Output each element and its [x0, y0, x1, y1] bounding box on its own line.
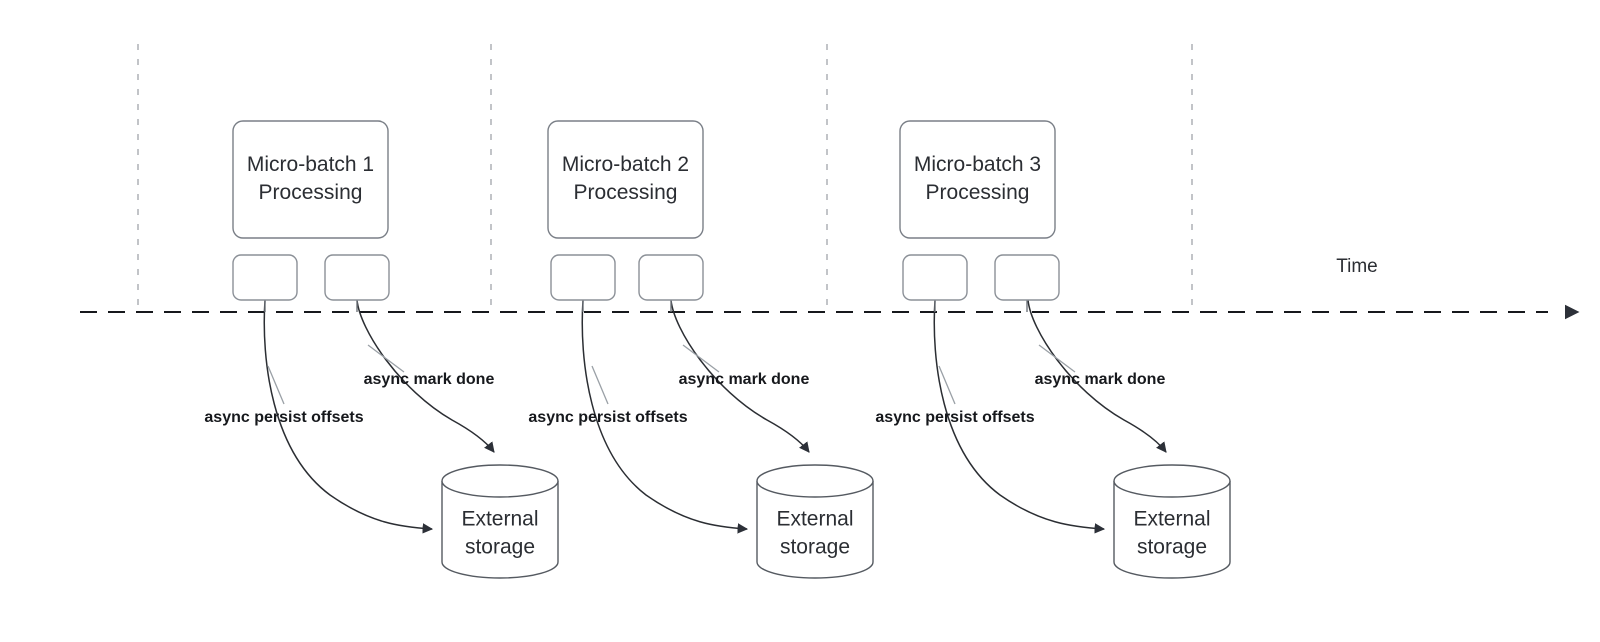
storage-cylinder-top: [441, 464, 559, 498]
process-box-label-line1: Micro-batch 2: [562, 153, 689, 176]
mark-edge-arrow: [670, 299, 810, 453]
external-storage-1[interactable]: External storage: [441, 464, 559, 579]
mark-task-box-2[interactable]: [638, 254, 704, 301]
storage-label-line1: External: [776, 508, 853, 531]
persist-edge-label: async persist offsets: [528, 409, 687, 426]
mark-edge-label: async mark done: [364, 371, 495, 388]
external-storage-3[interactable]: External storage: [1113, 464, 1231, 579]
micro-batch-groups: async persist offsets async mark done Micr…: [204, 120, 1231, 579]
micro-batch-group-2: async persist offsets async mark done Micr…: [528, 120, 874, 579]
persist-edge-label: async persist offsets: [204, 409, 363, 426]
persist-edge-label-leader: [591, 365, 609, 405]
mark-task-box-1[interactable]: [324, 254, 390, 301]
process-box-1[interactable]: [232, 120, 389, 239]
mark-edge-label-leader: [367, 344, 405, 373]
persist-task-box-1[interactable]: [232, 254, 298, 301]
storage-label-line1: External: [1133, 508, 1210, 531]
process-box-label-line2: Processing: [259, 181, 363, 204]
persist-task-box-2[interactable]: [550, 254, 616, 301]
persist-edge-label-leader: [938, 365, 956, 405]
storage-label-line2: storage: [1137, 536, 1207, 559]
persist-task-box-3[interactable]: [902, 254, 968, 301]
mark-edge-label: async mark done: [1035, 371, 1166, 388]
mark-edge-label-leader: [1038, 344, 1076, 373]
storage-label-line2: storage: [465, 536, 535, 559]
storage-cylinder-body: [756, 481, 874, 579]
mark-edge-label-leader: [682, 344, 720, 373]
time-axis-label: Time: [1336, 256, 1378, 277]
micro-batch-group-1: async persist offsets async mark done Micr…: [204, 120, 559, 579]
process-box-2[interactable]: [547, 120, 704, 239]
storage-cylinder-top: [756, 464, 874, 498]
process-box-label-line2: Processing: [574, 181, 678, 204]
timeline-axis-group: Time: [80, 256, 1580, 320]
storage-cylinder-body: [1113, 481, 1231, 579]
process-box-label-line1: Micro-batch 1: [247, 153, 374, 176]
external-storage-2[interactable]: External storage: [756, 464, 874, 579]
process-box-3[interactable]: [899, 120, 1056, 239]
storage-cylinder-top: [1113, 464, 1231, 498]
process-box-label-line1: Micro-batch 3: [914, 153, 1041, 176]
mark-edge-arrow: [356, 299, 495, 453]
persist-edge-arrow: [263, 299, 434, 534]
persist-edge-arrow: [933, 299, 1106, 534]
micro-batch-group-3: async persist offsets async mark done Micr…: [875, 120, 1231, 579]
storage-label-line2: storage: [780, 536, 850, 559]
mark-task-box-3[interactable]: [994, 254, 1060, 301]
mark-edge-arrow: [1027, 299, 1167, 453]
storage-label-line1: External: [461, 508, 538, 531]
persist-edge-label-leader: [267, 365, 285, 405]
persist-edge-arrow: [581, 299, 749, 534]
storage-cylinder-body: [441, 481, 559, 579]
process-box-label-line2: Processing: [926, 181, 1030, 204]
mark-edge-label: async mark done: [679, 371, 810, 388]
persist-edge-label: async persist offsets: [875, 409, 1034, 426]
